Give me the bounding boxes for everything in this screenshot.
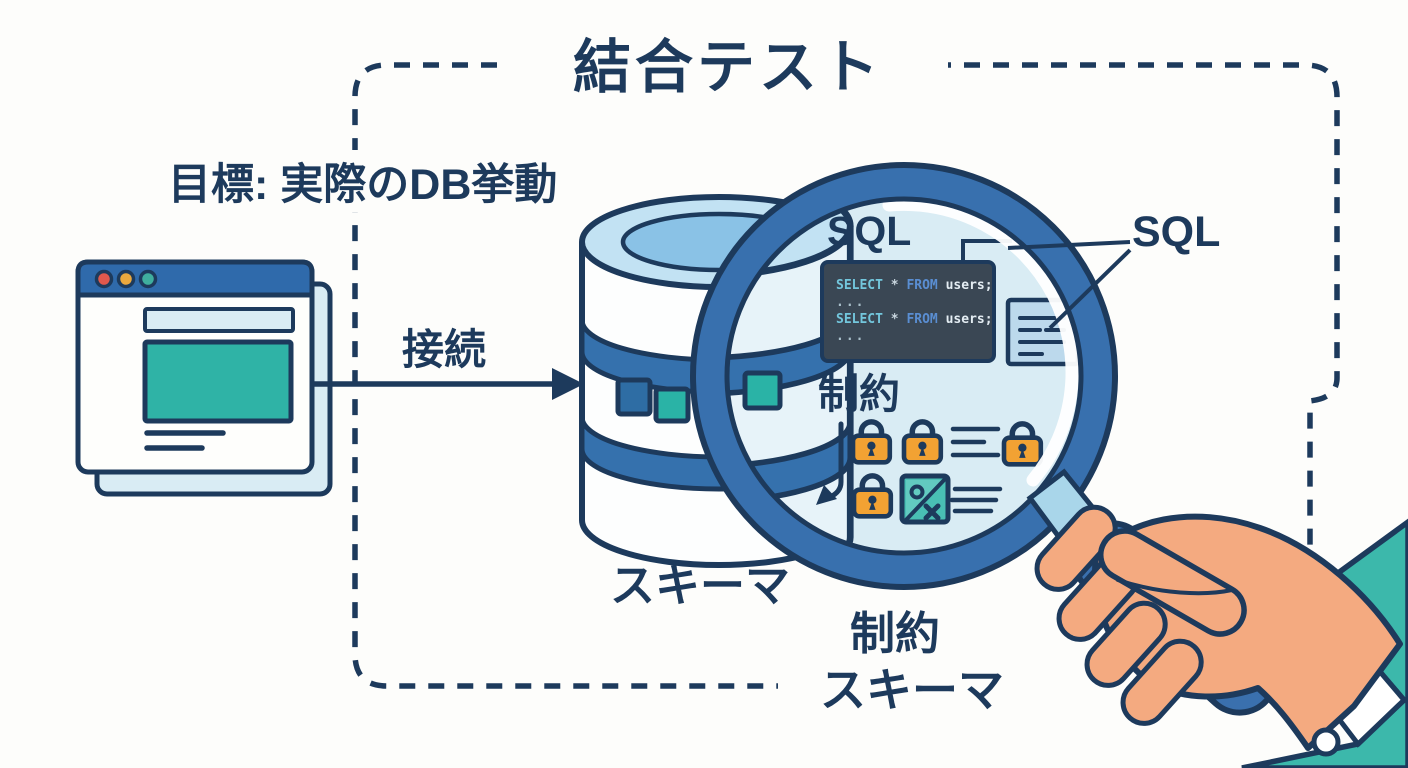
lens-rim-outer-outline [690,162,1118,590]
traffic-light-green-icon [138,269,158,289]
connection-arrow-icon [314,368,584,400]
percent-rule-icon [899,473,951,525]
sql-keyword: SELECT [836,278,883,293]
title-integration-test: 結合テスト [508,20,948,104]
sql-star: * [890,312,899,327]
constraints-arrow-icon [816,421,844,505]
sql-keyword: FROM [906,278,938,293]
lens-highlight [882,197,1079,487]
thumb [1098,528,1247,637]
lens-database-record-teal [742,370,783,411]
sql-code-line: SELECT * FROM users; [836,311,993,328]
lens-rim [693,165,1115,587]
sql-star: * [890,278,899,293]
database-schema-label: スキーマ [610,560,791,611]
browser-title-bar [75,259,315,298]
sql-table: users; [945,278,993,293]
callout-bracket-icon [961,239,1012,262]
sql-code-panel [820,260,996,363]
sql-table: users; [945,312,993,327]
sql-callout-line-lower [1048,248,1132,330]
rule-text-lines-upper [950,426,1001,458]
browser-content-panel [142,339,294,424]
rule-text-lines-lower [949,486,1003,514]
hand-crease [1116,578,1234,596]
database-record-teal [653,386,691,424]
browser-window [75,259,333,497]
lens-constraints-heading: 制約 [818,371,900,417]
traffic-light-yellow-icon [116,269,136,289]
dashed-boundary-top-right [935,62,1340,545]
database-record-blue [615,377,653,417]
finger [1034,504,1118,592]
cuff-button [1311,727,1341,757]
lens-rim-inner-outline [724,196,1084,556]
sql-code-ellipsis: ... [836,329,866,344]
goal-label: 目標: 実際のDB挙動 [158,150,568,212]
sql-code-ellipsis: ... [836,295,866,310]
sql-keyword: FROM [906,312,938,327]
traffic-light-red-icon [94,269,114,289]
magnifier-handle-and-hand [1026,468,1408,768]
dashed-boundary-left-bottom [352,62,778,689]
sql-callout-label: SQL [1132,208,1221,256]
sql-code-line: SELECT * FROM users; [836,277,993,294]
bottom-constraints-label: 制約 [850,608,941,659]
finger [1084,600,1168,688]
bottom-schema-label: スキーマ [810,654,1014,720]
sql-code-text: SELECT * FROM users; ... SELECT * FROM u… [836,277,993,345]
browser-address-bar [143,307,295,333]
sql-keyword: SELECT [836,312,883,327]
connection-label: 接続 [402,326,487,373]
lens-sql-heading: SQL [827,208,912,254]
finger [1120,638,1204,726]
sql-callout-line-upper [1007,240,1131,250]
dashed-test-boundary [352,62,1340,689]
